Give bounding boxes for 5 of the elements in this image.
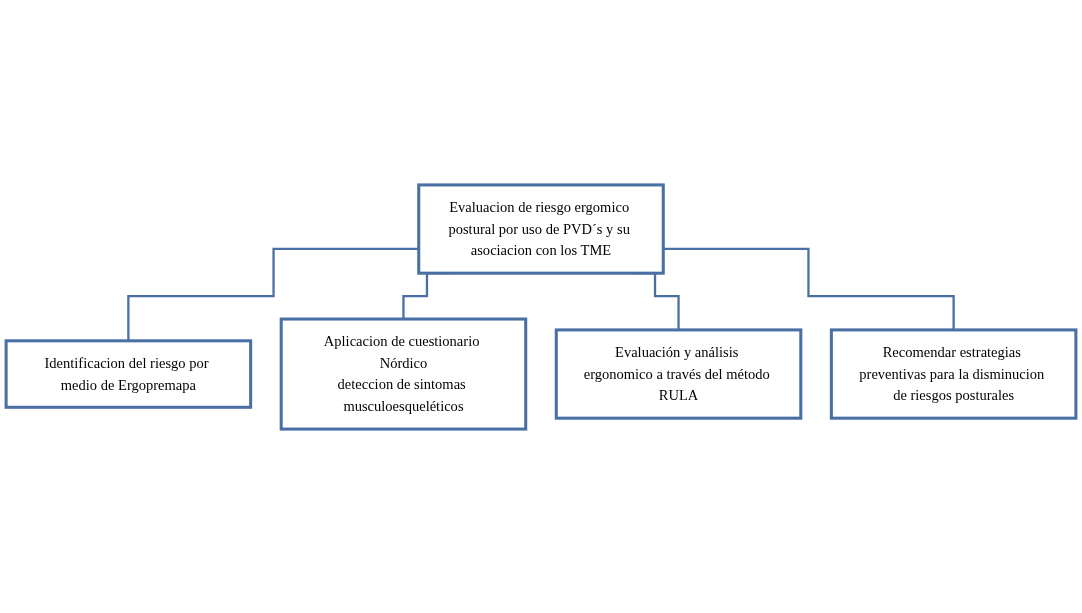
node-box: Identificacion del riesgo por medio de Ergopremapa xyxy=(4,338,253,409)
node-box: Evaluación y análisis ergonomico a través del método RULA xyxy=(554,327,803,420)
node-box: Aplicacion de cuestionario Nórdico deteccion de sintomas musculoesqueléticos xyxy=(279,317,528,431)
node-box: Evaluacion de riesgo ergomico postural por uso de PVD´s y su asociacion con los TME xyxy=(417,182,665,275)
node-box: Recomendar estrategias preventivas para la disminucion de riesgos posturales xyxy=(829,327,1078,420)
